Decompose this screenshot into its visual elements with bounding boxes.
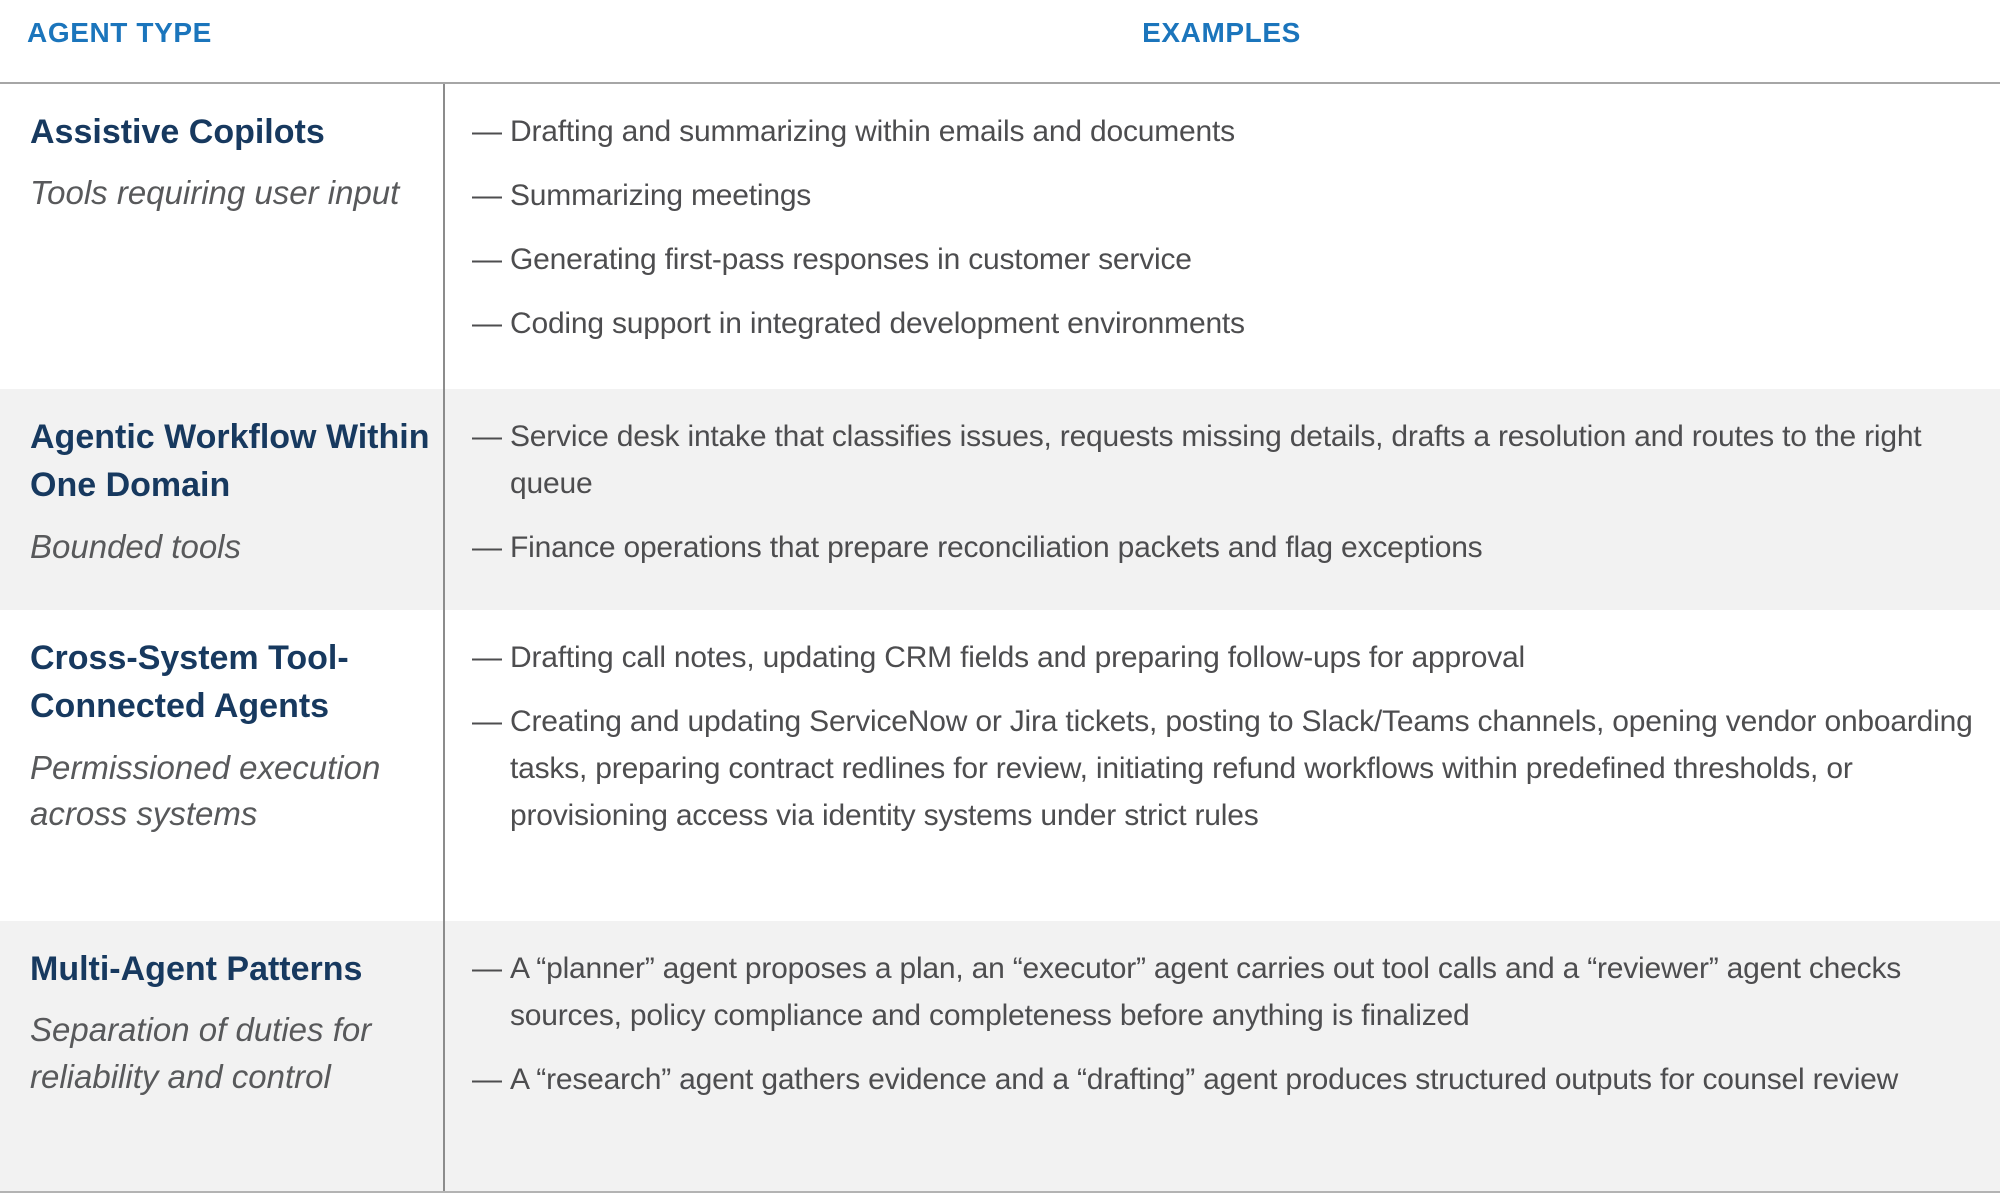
agent-type-cell: Assistive Copilots Tools requiring user … [0,84,443,389]
row-title: Multi-Agent Patterns [30,950,363,988]
examples-cell: — Drafting and summarizing within emails… [443,84,2000,389]
row-subtitle: Permissioned execution across systems [30,748,381,833]
example-text: A “research” agent gathers evidence and … [510,1063,1899,1096]
example-item: — Generating first-pass responses in cus… [472,236,1975,283]
dash-icon: — [472,641,502,674]
example-text: Drafting and summarizing within emails a… [510,115,1235,148]
row-title: Agentic Workflow Within One Domain [30,418,430,505]
agent-type-cell: Agentic Workflow Within One Domain Bound… [0,389,443,610]
dash-icon: — [472,1063,502,1096]
column-header-examples: EXAMPLES [1142,17,1301,48]
example-item: — Summarizing meetings [472,172,1975,219]
dash-icon: — [472,420,502,453]
table-row: Agentic Workflow Within One Domain Bound… [0,389,2000,610]
example-item: — Coding support in integrated developme… [472,300,1975,347]
dash-icon: — [472,531,502,564]
examples-cell: — Service desk intake that classifies is… [443,389,2000,610]
example-item: — A “research” agent gathers evidence an… [472,1056,1975,1103]
agent-type-cell: Cross-System Tool-Connected Agents Permi… [0,610,443,921]
example-text: Finance operations that prepare reconcil… [510,531,1483,564]
examples-cell: — Drafting call notes, updating CRM fiel… [443,610,2000,921]
table-header-row: AGENT TYPE EXAMPLES [0,0,2000,84]
example-item: — Service desk intake that classifies is… [472,413,1975,507]
examples-cell: — A “planner” agent proposes a plan, an … [443,921,2000,1193]
row-subtitle: Tools requiring user input [30,174,400,212]
row-subtitle: Bounded tools [30,527,242,565]
example-text: Coding support in integrated development… [510,307,1245,340]
example-item: — Drafting call notes, updating CRM fiel… [472,634,1975,681]
example-item: — Finance operations that prepare reconc… [472,524,1975,571]
example-text: Service desk intake that classifies issu… [510,420,1922,500]
example-text: A “planner” agent proposes a plan, an “e… [510,952,1902,1032]
example-text: Summarizing meetings [510,179,812,212]
example-text: Generating first-pass responses in custo… [510,243,1192,276]
example-item: — A “planner” agent proposes a plan, an … [472,945,1975,1039]
dash-icon: — [472,115,502,148]
table-row: Cross-System Tool-Connected Agents Permi… [0,610,2000,921]
bottom-divider [0,1191,2000,1193]
dash-icon: — [472,179,502,212]
column-header-agent-type: AGENT TYPE [27,17,212,48]
dash-icon: — [472,243,502,276]
row-title: Assistive Copilots [30,113,325,151]
row-subtitle: Separation of duties for reliability and… [30,1011,372,1096]
dash-icon: — [472,705,502,738]
agent-type-cell: Multi-Agent Patterns Separation of dutie… [0,921,443,1193]
example-text: Creating and updating ServiceNow or Jira… [510,705,1973,832]
example-item: — Drafting and summarizing within emails… [472,108,1975,155]
example-item: — Creating and updating ServiceNow or Ji… [472,698,1975,839]
row-title: Cross-System Tool-Connected Agents [30,639,349,726]
dash-icon: — [472,952,502,985]
table-row: Multi-Agent Patterns Separation of dutie… [0,921,2000,1193]
table-row: Assistive Copilots Tools requiring user … [0,84,2000,389]
dash-icon: — [472,307,502,340]
example-text: Drafting call notes, updating CRM fields… [510,641,1525,674]
